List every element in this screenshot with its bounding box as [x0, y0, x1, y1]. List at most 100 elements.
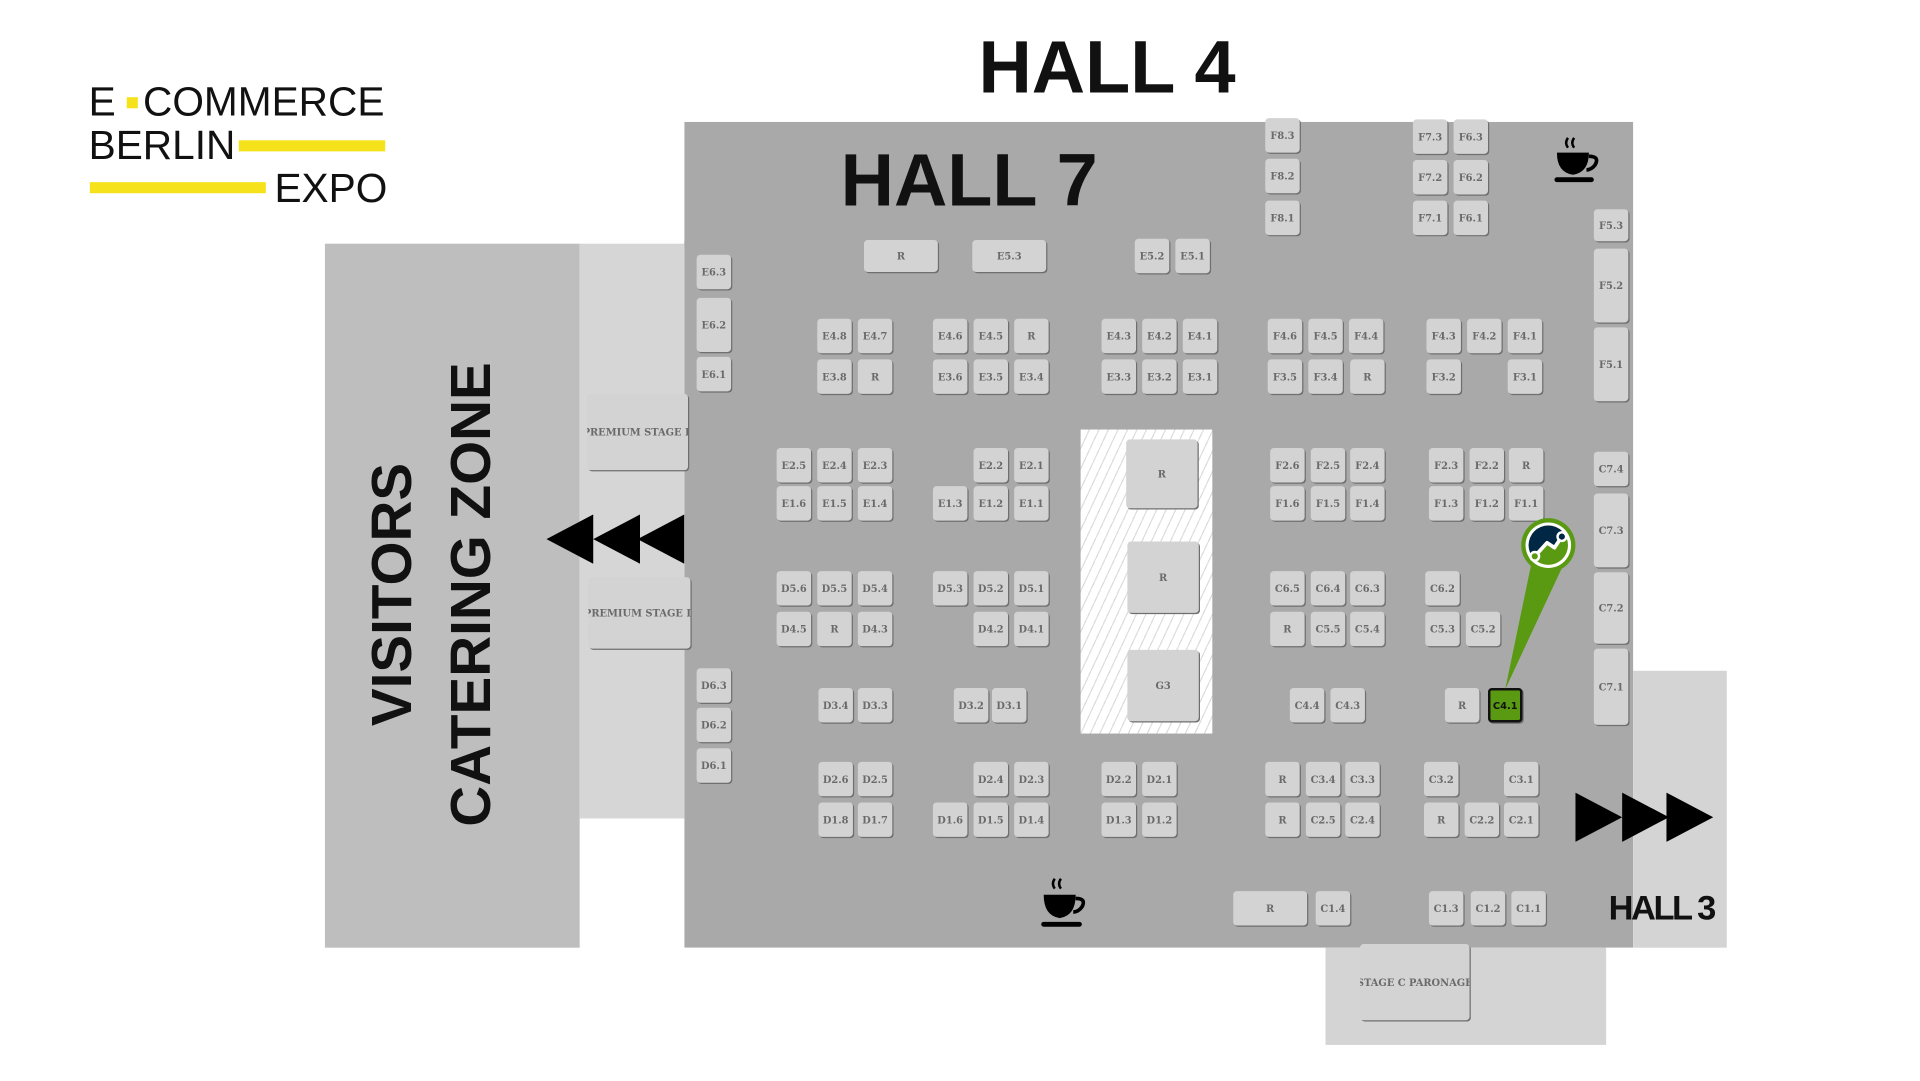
- booth[interactable]: C1.4: [1315, 891, 1351, 926]
- booth[interactable]: E4.3: [1101, 318, 1137, 354]
- booth[interactable]: D3.4: [818, 688, 853, 723]
- booth-highlighted[interactable]: C4.1: [1488, 688, 1523, 723]
- booth[interactable]: F4.5: [1308, 318, 1343, 354]
- booth[interactable]: F2.3: [1428, 448, 1464, 483]
- booth[interactable]: C3.2: [1424, 761, 1459, 797]
- booth[interactable]: D6.3: [696, 668, 732, 703]
- booth[interactable]: F4.3: [1426, 318, 1461, 354]
- booth[interactable]: F3.2: [1426, 359, 1461, 394]
- booth[interactable]: C5.5: [1310, 611, 1346, 647]
- booth[interactable]: R: [817, 611, 852, 647]
- booth[interactable]: F5.2: [1593, 248, 1629, 323]
- booth[interactable]: E3.3: [1101, 359, 1137, 394]
- booth[interactable]: F6.1: [1453, 200, 1489, 236]
- booth[interactable]: C3.4: [1305, 761, 1341, 797]
- booth[interactable]: E1.2: [973, 486, 1009, 521]
- booth[interactable]: R: [1126, 439, 1198, 509]
- stage-c-paronage[interactable]: STAGE C PARONAGE: [1360, 944, 1470, 1021]
- booth[interactable]: F3.4: [1308, 359, 1343, 394]
- booth[interactable]: E3.1: [1182, 359, 1218, 394]
- premium-stage-e[interactable]: PREMIUM STAGE E: [587, 393, 689, 471]
- booth[interactable]: E2.1: [1014, 448, 1049, 483]
- booth[interactable]: C6.4: [1310, 571, 1346, 606]
- booth[interactable]: E2.2: [973, 448, 1009, 483]
- booth[interactable]: R: [1508, 448, 1544, 483]
- booth[interactable]: F2.4: [1350, 448, 1385, 483]
- booth[interactable]: R: [1265, 802, 1300, 837]
- booth[interactable]: E3.2: [1142, 359, 1177, 394]
- booth[interactable]: D2.6: [818, 761, 853, 797]
- booth[interactable]: F4.6: [1267, 318, 1303, 354]
- booth[interactable]: D2.2: [1101, 761, 1137, 797]
- booth[interactable]: C7.3: [1593, 493, 1629, 568]
- booth[interactable]: F1.1: [1508, 486, 1544, 521]
- booth[interactable]: D1.3: [1101, 802, 1137, 837]
- booth[interactable]: C5.4: [1350, 611, 1385, 647]
- booth[interactable]: R: [1424, 802, 1459, 837]
- booth[interactable]: D4.3: [857, 611, 893, 647]
- booth[interactable]: D2.1: [1142, 761, 1177, 797]
- booth[interactable]: F4.1: [1507, 318, 1543, 354]
- booth[interactable]: D1.2: [1142, 802, 1177, 837]
- booth[interactable]: C1.2: [1470, 891, 1506, 926]
- booth[interactable]: E2.3: [857, 448, 893, 483]
- booth[interactable]: R: [864, 240, 938, 273]
- premium-stage-d[interactable]: PREMIUM STAGE D: [588, 577, 691, 649]
- booth[interactable]: D3.3: [857, 688, 893, 723]
- booth[interactable]: F1.4: [1350, 486, 1385, 521]
- booth[interactable]: G3: [1127, 649, 1199, 722]
- booth[interactable]: D5.3: [932, 571, 968, 606]
- booth[interactable]: D1.5: [973, 802, 1009, 837]
- booth[interactable]: D2.4: [973, 761, 1009, 797]
- booth[interactable]: E3.5: [973, 359, 1009, 394]
- booth[interactable]: D2.5: [857, 761, 893, 797]
- booth[interactable]: F1.2: [1469, 486, 1505, 521]
- booth[interactable]: F5.3: [1593, 209, 1629, 242]
- booth[interactable]: E5.1: [1175, 238, 1210, 274]
- booth[interactable]: C1.1: [1511, 891, 1546, 926]
- booth[interactable]: R: [857, 359, 893, 394]
- booth[interactable]: F7.2: [1412, 160, 1448, 195]
- booth[interactable]: C7.4: [1593, 451, 1629, 487]
- booth[interactable]: E2.4: [817, 448, 852, 483]
- booth[interactable]: C1.3: [1428, 891, 1464, 926]
- booth[interactable]: E4.2: [1142, 318, 1177, 354]
- booth[interactable]: C5.2: [1465, 611, 1501, 647]
- booth[interactable]: C3.3: [1345, 761, 1380, 797]
- booth[interactable]: D6.1: [696, 748, 732, 783]
- booth[interactable]: E1.1: [1014, 486, 1049, 521]
- booth[interactable]: D1.8: [818, 802, 853, 837]
- booth[interactable]: D5.1: [1014, 571, 1049, 606]
- booth[interactable]: D3.1: [992, 688, 1027, 723]
- booth[interactable]: E2.5: [776, 448, 812, 483]
- booth[interactable]: C6.5: [1270, 571, 1305, 606]
- booth[interactable]: F1.5: [1310, 486, 1346, 521]
- booth[interactable]: E4.1: [1182, 318, 1218, 354]
- booth[interactable]: F4.2: [1467, 318, 1502, 354]
- catering-zone[interactable]: [324, 243, 580, 948]
- booth[interactable]: D1.7: [857, 802, 893, 837]
- booth[interactable]: E3.8: [817, 359, 852, 394]
- booth[interactable]: F4.4: [1348, 318, 1384, 354]
- booth[interactable]: D5.4: [857, 571, 893, 606]
- booth[interactable]: F7.3: [1412, 119, 1448, 154]
- booth[interactable]: C2.5: [1305, 802, 1341, 837]
- booth[interactable]: E1.4: [857, 486, 893, 521]
- booth[interactable]: C4.4: [1289, 688, 1325, 723]
- booth[interactable]: E3.4: [1014, 359, 1049, 394]
- booth[interactable]: E4.8: [817, 318, 852, 354]
- booth[interactable]: R: [1233, 891, 1308, 926]
- booth[interactable]: E5.3: [972, 240, 1047, 273]
- booth[interactable]: E3.6: [932, 359, 968, 394]
- booth[interactable]: E4.5: [973, 318, 1009, 354]
- booth[interactable]: F8.1: [1265, 200, 1300, 236]
- booth[interactable]: D5.5: [817, 571, 852, 606]
- booth[interactable]: F6.2: [1453, 160, 1489, 195]
- booth[interactable]: F1.3: [1428, 486, 1464, 521]
- booth[interactable]: E6.3: [696, 254, 732, 290]
- booth[interactable]: D5.6: [776, 571, 812, 606]
- booth[interactable]: E6.2: [696, 297, 732, 353]
- booth[interactable]: D1.4: [1014, 802, 1049, 837]
- booth[interactable]: E1.3: [932, 486, 968, 521]
- booth[interactable]: R: [1127, 541, 1199, 613]
